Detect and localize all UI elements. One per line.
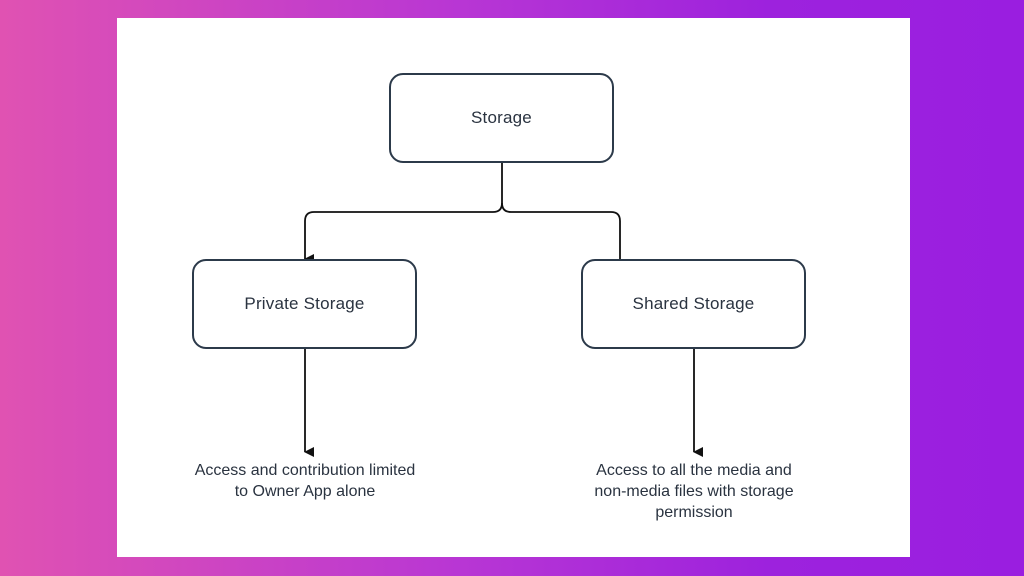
storage-node-label: Storage (471, 108, 532, 127)
private-storage-node-label: Private Storage (244, 294, 365, 313)
shared-storage-node: Shared Storage (581, 259, 806, 349)
private-storage-node: Private Storage (192, 259, 417, 349)
shared-storage-node-label: Shared Storage (632, 294, 755, 313)
shared-storage-description: Access to all the media and non-media fi… (594, 462, 794, 521)
private-storage-description: Access and contribution limited to Owner… (194, 462, 416, 500)
storage-node: Storage (389, 73, 614, 163)
